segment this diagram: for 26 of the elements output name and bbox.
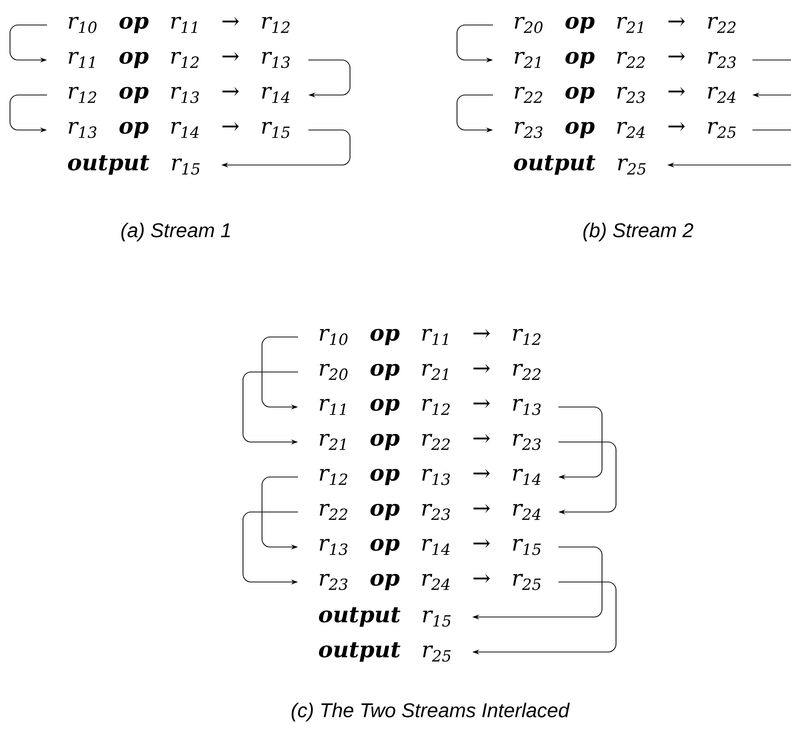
instruction-line: r$_{10}$ op r$_{11}$ → r$_{12}$ xyxy=(68,16,290,34)
instruction-line: r$_{11}$ op r$_{12}$ → r$_{13}$ xyxy=(68,52,290,68)
instruction-line: r$_{13}$ op r$_{14}$ → r$_{15}$ xyxy=(68,122,290,138)
instruction-line: r$_{10}$ op r$_{11}$ → r$_{12}$ xyxy=(320,328,541,346)
instruction-line: r$_{22}$ op r$_{23}$ → r$_{24}$ xyxy=(320,504,540,520)
instruction-line: r$_{23}$ op r$_{24}$ → r$_{25}$ xyxy=(514,122,736,138)
instruction-line: r$_{23}$ op r$_{24}$ → r$_{25}$ xyxy=(320,574,541,590)
instruction-line: r$_{12}$ op r$_{13}$ → r$_{14}$ xyxy=(68,86,290,104)
arrow xyxy=(558,406,602,480)
instruction-line: r$_{13}$ op r$_{14}$ → r$_{15}$ xyxy=(320,538,541,556)
instruction-line: r$_{22}$ op r$_{23}$ → r$_{24}$ xyxy=(514,86,736,104)
panel-caption: (a) Stream 1 xyxy=(121,222,230,242)
instruction-line: r$_{20}$ op r$_{21}$ → r$_{22}$ xyxy=(320,364,541,380)
arrow xyxy=(308,60,350,98)
instruction-line: output r$_{25}$ xyxy=(318,642,451,662)
instruction-line: output r$_{25}$ xyxy=(514,155,646,175)
instruction-line: output r$_{15}$ xyxy=(318,607,451,627)
instruction-line: r$_{21}$ op r$_{22}$ → r$_{23}$ xyxy=(320,434,541,450)
instruction-line: r$_{20}$ op r$_{21}$ → r$_{22}$ xyxy=(514,16,736,34)
instruction-line: r$_{11}$ op r$_{12}$ → r$_{13}$ xyxy=(320,398,541,416)
panel-caption: (c) The Two Streams Interlaced xyxy=(292,702,570,722)
panel-caption: (b) Stream 2 xyxy=(583,222,694,242)
instruction-line: output r$_{15}$ xyxy=(68,155,200,175)
instruction-line: r$_{12}$ op r$_{13}$ → r$_{14}$ xyxy=(320,468,540,486)
instruction-line: r$_{21}$ op r$_{22}$ → r$_{23}$ xyxy=(514,52,736,68)
arrow xyxy=(558,442,616,515)
